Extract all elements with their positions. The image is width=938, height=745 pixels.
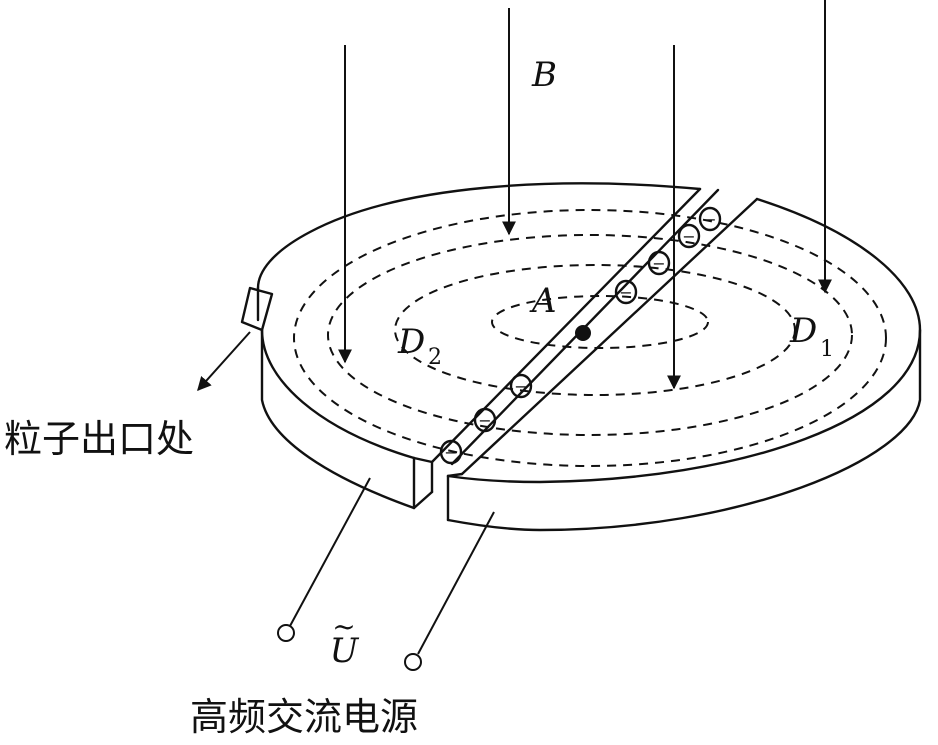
svg-text:D: D [789, 311, 817, 351]
label-d2: D 2 [397, 322, 442, 370]
label-d1: D 1 [789, 311, 834, 362]
center-point [575, 325, 591, 341]
dee-d1 [446, 197, 922, 532]
svg-text:2: 2 [428, 345, 442, 370]
orbit-4 [293, 209, 887, 467]
svg-text:−: − [619, 283, 632, 302]
particle: − [509, 373, 533, 399]
particle: − [473, 407, 497, 433]
particle: − [647, 250, 671, 276]
particle-orbits [293, 209, 887, 467]
magnetic-field-lines [338, 0, 832, 390]
terminal-left [277, 624, 295, 642]
particle-beam: − − − − − − − [439, 206, 722, 465]
terminal-right [404, 653, 422, 671]
svg-text:~: ~ [332, 610, 355, 643]
orbit-2 [394, 264, 796, 396]
label-exit: 粒子出口处 [4, 417, 194, 461]
label-voltage: ~ U [330, 610, 360, 671]
label-b: B [531, 55, 557, 95]
svg-text:−: − [703, 210, 716, 229]
orbit-1 [491, 295, 709, 349]
lead-wire-left [289, 477, 371, 627]
orbit-3 [327, 234, 853, 436]
svg-text:1: 1 [820, 337, 834, 362]
svg-text:−: − [652, 254, 665, 273]
exit-port [240, 286, 274, 332]
label-a: A [529, 281, 557, 321]
label-ac-source: 高频交流电源 [190, 695, 418, 739]
svg-text:−: − [514, 377, 527, 396]
particle: − [614, 279, 638, 305]
svg-text:−: − [478, 411, 491, 430]
particle: − [677, 223, 701, 249]
particle: − [698, 206, 722, 232]
ac-leads [277, 477, 495, 671]
lead-wire-right [417, 511, 495, 655]
exit-arrow [197, 331, 251, 392]
particle: − [439, 439, 463, 465]
svg-text:U: U [330, 631, 360, 671]
svg-text:D: D [397, 322, 425, 362]
svg-text:−: − [682, 227, 695, 246]
svg-text:−: − [444, 443, 457, 462]
